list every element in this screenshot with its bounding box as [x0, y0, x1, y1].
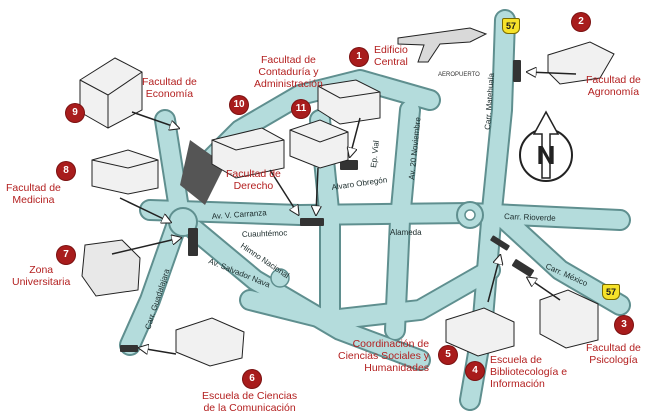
label-comunicacion: Escuela de Ciencias de la Comunicación — [202, 390, 297, 414]
building-contaduria-illustration — [289, 119, 349, 169]
label-medicina: Facultad de Medicina — [6, 182, 61, 206]
label-contaduria-text: Facultad de Contaduría y Administración — [254, 54, 323, 90]
footprint-medicina — [188, 228, 198, 256]
footprint-bibliotecologia — [490, 235, 510, 251]
label-zona-universitaria-text: Zona Universitaria — [12, 264, 71, 288]
badge-11: 11 — [292, 100, 310, 118]
label-economia-text: Facultad de Economía — [142, 76, 197, 100]
badge-10: 10 — [230, 96, 248, 114]
airplane-icon — [397, 27, 488, 63]
label-agronomia: Facultad de Agronomía — [586, 74, 641, 98]
footprint-agronomia — [513, 60, 521, 82]
arrow-edificio-central — [350, 117, 361, 156]
highway-57-shield-north: 57 — [502, 18, 520, 34]
arrow-psicologia — [528, 278, 561, 301]
label-bibliotecologia-text: Escuela de Bibliotecología e Información — [490, 354, 568, 390]
label-derecho: Facultad de Derecho — [226, 168, 281, 192]
badge-9: 9 — [66, 104, 84, 122]
building-edificio-central-illustration — [317, 79, 381, 125]
building-derecho-illustration — [211, 127, 285, 179]
footprint-economia — [180, 140, 225, 205]
label-comunicacion-text: Escuela de Ciencias de la Comunicación — [202, 390, 298, 414]
arrow-medicina — [119, 197, 170, 222]
building-economia-illustration — [79, 57, 143, 129]
building-psicologia-illustration — [539, 289, 599, 349]
label-coordinacion-text: Coordinación de Ciencias Sociales y Huma… — [338, 338, 430, 374]
building-bibliotecologia-illustration — [445, 307, 515, 357]
footprint-edificio-central — [340, 160, 358, 170]
badge-2: 2 — [572, 13, 590, 31]
badge-7: 7 — [57, 246, 75, 264]
arrow-contaduria — [316, 167, 318, 214]
arrow-bibliotecologia — [487, 256, 500, 303]
label-bibliotecologia: Escuela de Bibliotecología e Información — [490, 354, 567, 390]
label-coordinacion: Coordinación de Ciencias Sociales y Huma… — [338, 338, 429, 374]
label-agronomia-text: Facultad de Agronomía — [586, 74, 641, 98]
building-zona-universitaria-illustration — [81, 239, 141, 297]
label-economia: Facultad de Economía — [142, 76, 197, 100]
badge-4: 4 — [466, 362, 484, 380]
label-edificio-central-text: Edificio Central — [374, 44, 408, 68]
street-av-v-carranza: Av. V. Carranza — [212, 208, 268, 221]
label-zona-universitaria: Zona Universitaria — [12, 264, 70, 288]
label-contaduria: Facultad de Contaduría y Administración — [254, 54, 323, 90]
badge-6: 6 — [243, 370, 261, 388]
building-comunicacion-illustration — [175, 317, 245, 367]
street-carr-matehuala: Carr. Matehuala — [483, 72, 496, 130]
footprint-derecho — [300, 218, 324, 226]
compass-letter: N — [537, 140, 556, 170]
label-psicologia-text: Facultad de Psicología — [586, 342, 641, 366]
arrow-economia — [131, 111, 178, 128]
label-edificio-central: Edificio Central — [374, 44, 408, 68]
label-psicologia: Facultad de Psicología — [586, 342, 641, 366]
street-carr-rioverde: Carr. Rioverde — [504, 212, 556, 223]
road-network — [119, 9, 631, 411]
compass-rose: N — [519, 110, 573, 182]
airport-label: AEROPUERTO — [438, 72, 480, 78]
badge-8: 8 — [57, 162, 75, 180]
arrow-comunicacion — [140, 348, 177, 355]
badge-3: 3 — [615, 316, 633, 334]
arrow-agronomia — [528, 72, 577, 74]
arrow-derecho — [269, 169, 298, 214]
label-derecho-text: Facultad de Derecho — [226, 168, 281, 192]
building-medicina-illustration — [91, 149, 159, 195]
highway-57-shield-south: 57 — [602, 284, 620, 300]
street-cuauhtemoc: Cuauhtémoc — [242, 228, 288, 239]
street-ep-vial: Ep. Vial — [369, 140, 381, 168]
badge-5: 5 — [439, 346, 457, 364]
badge-1: 1 — [350, 48, 368, 66]
arrow-zona-universitaria — [111, 238, 180, 255]
street-alvaro-obregon: Alvaro Obregón — [331, 175, 388, 192]
footprint-comunicacion — [120, 345, 138, 352]
building-illustrations — [79, 27, 615, 367]
street-alameda: Alameda — [390, 228, 422, 237]
footprint-psicologia — [511, 259, 535, 277]
label-medicina-text: Facultad de Medicina — [6, 182, 61, 206]
pointer-arrows — [111, 72, 577, 355]
building-footprints — [120, 60, 535, 352]
